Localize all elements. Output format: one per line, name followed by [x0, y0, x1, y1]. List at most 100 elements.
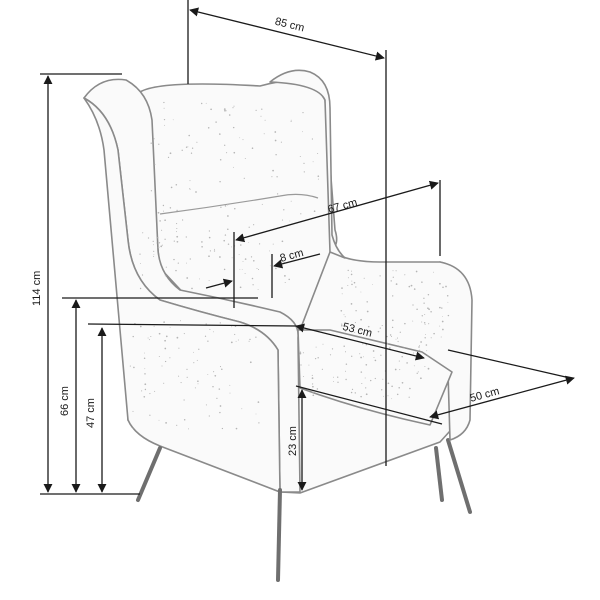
texture-dot	[189, 180, 191, 182]
texture-dot	[360, 356, 362, 359]
texture-dot	[303, 376, 305, 377]
back-left-leg	[434, 446, 444, 502]
texture-dot	[249, 338, 251, 341]
texture-dot	[263, 133, 265, 135]
texture-dot	[345, 363, 348, 365]
texture-dot	[344, 351, 347, 353]
texture-dot	[350, 303, 353, 305]
texture-dot	[224, 144, 226, 146]
front-right-leg	[276, 488, 282, 582]
texture-dot	[382, 378, 384, 380]
texture-dot	[374, 377, 376, 380]
texture-dot	[225, 283, 226, 285]
depth-top-dimension-line	[235, 180, 439, 243]
texture-dot	[355, 310, 357, 312]
texture-dot	[383, 395, 385, 397]
texture-dot	[445, 285, 447, 288]
texture-dot	[410, 284, 413, 287]
texture-dot	[244, 158, 246, 159]
texture-dot	[329, 354, 332, 356]
texture-dot	[144, 373, 146, 375]
texture-dot	[312, 383, 314, 385]
seat-depth-dimension-line	[295, 323, 425, 361]
texture-dot	[189, 188, 191, 190]
texture-dot	[153, 254, 155, 256]
texture-dot	[229, 384, 231, 386]
texture-dot	[162, 204, 165, 207]
texture-dot	[153, 255, 155, 257]
texture-dot	[397, 340, 399, 343]
texture-dot	[244, 273, 246, 275]
texture-dot	[201, 102, 203, 105]
texture-dot	[276, 193, 279, 195]
texture-dot	[428, 323, 430, 325]
texture-dot	[372, 284, 373, 285]
texture-dot	[390, 280, 392, 282]
texture-dot	[188, 134, 190, 137]
texture-dot	[239, 268, 241, 270]
texture-dot	[440, 336, 442, 338]
texture-dot	[261, 203, 263, 205]
texture-dot	[347, 277, 349, 279]
texture-dot	[399, 369, 401, 371]
texture-dot	[186, 262, 187, 264]
texture-dot	[427, 367, 430, 370]
texture-dot	[427, 293, 430, 296]
texture-dot	[300, 364, 302, 366]
texture-dot	[387, 382, 390, 385]
texture-dot	[181, 149, 183, 151]
texture-dot	[380, 354, 382, 356]
texture-dot	[408, 285, 411, 288]
texture-dot	[250, 256, 253, 258]
texture-dot	[158, 143, 160, 145]
texture-dot	[201, 241, 203, 243]
seat-depth-extension	[87, 323, 297, 327]
texture-dot	[389, 334, 392, 336]
texture-dot	[300, 213, 302, 215]
texture-dot	[201, 246, 203, 248]
texture-dot	[359, 353, 361, 355]
texture-dot	[165, 335, 168, 338]
front-left-leg	[136, 446, 162, 502]
arm-dimension-line	[205, 278, 233, 289]
texture-dot	[269, 250, 271, 252]
texture-dot	[341, 293, 343, 295]
texture-dot	[258, 422, 260, 424]
texture-dot	[353, 281, 356, 284]
texture-dot	[401, 355, 403, 358]
texture-dot	[252, 284, 254, 286]
texture-dot	[223, 108, 226, 110]
texture-dot	[178, 347, 180, 349]
texture-dot	[164, 238, 166, 240]
texture-dot	[158, 242, 161, 244]
texture-dot	[299, 351, 302, 353]
texture-dot	[331, 348, 334, 350]
texture-dot	[424, 323, 426, 325]
texture-dot	[161, 365, 163, 367]
texture-dot	[213, 371, 215, 373]
texture-dot	[176, 235, 179, 238]
texture-dot	[143, 352, 145, 354]
texture-dot	[227, 243, 230, 245]
texture-dot	[281, 240, 284, 243]
texture-dot	[220, 206, 222, 208]
texture-dot	[276, 176, 278, 178]
texture-dot	[418, 345, 421, 347]
texture-dot	[164, 275, 167, 277]
texture-dot	[251, 147, 254, 149]
texture-dot	[161, 244, 163, 246]
texture-dot	[234, 208, 236, 210]
texture-dot	[441, 320, 444, 323]
texture-dot	[239, 286, 242, 289]
texture-dot	[219, 411, 221, 414]
texture-dot	[223, 239, 225, 242]
texture-dot	[409, 387, 411, 390]
texture-dot	[264, 119, 266, 121]
texture-dot	[365, 387, 367, 389]
texture-dot	[224, 234, 227, 236]
texture-dot	[231, 257, 233, 259]
texture-dot	[299, 155, 301, 158]
texture-dot	[360, 318, 362, 321]
